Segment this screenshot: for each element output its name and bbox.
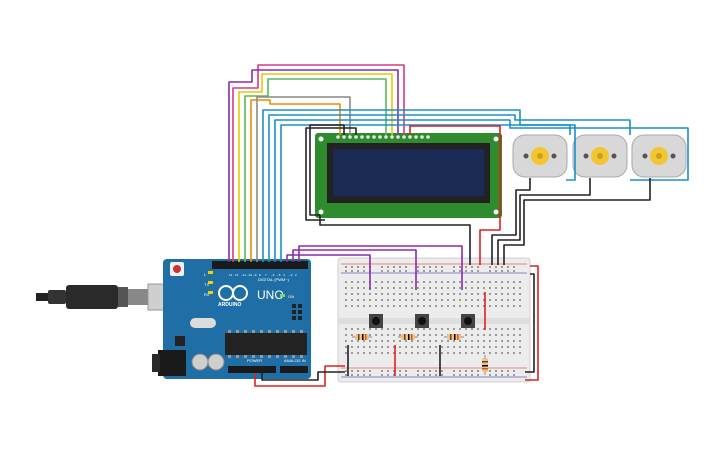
power-label: POWER: [247, 358, 262, 363]
wire-red-rail: [525, 265, 539, 381]
push-button-2[interactable]: [415, 314, 429, 328]
wire-purple-btn-3: [298, 245, 463, 290]
analog-header: [280, 366, 308, 373]
svg-text:~5: ~5: [277, 273, 281, 277]
dc-motor-1[interactable]: [512, 134, 568, 178]
analog-label: ANALOG IN: [284, 358, 306, 363]
wire-motor-black-1: [491, 178, 531, 265]
breadboard-holes: [345, 266, 521, 376]
atmega-chip: [225, 333, 307, 355]
wire-lcd-red: [409, 125, 501, 265]
dc-motor-3[interactable]: [631, 134, 687, 178]
wire-orange: [250, 99, 341, 262]
wire-purple-1: [228, 69, 399, 262]
usb-plug-icon[interactable]: [36, 283, 175, 311]
lcd-pin-header: [336, 135, 430, 139]
wire-lcd-black-2: [305, 127, 357, 221]
lcd-screen: [333, 149, 484, 196]
wire-blue-3: [274, 119, 689, 262]
power-header: [228, 366, 276, 373]
board-model: UNO: [257, 288, 284, 302]
board-brand: ARDUINO: [218, 302, 241, 308]
wire-pink: [232, 64, 405, 262]
wire-lcd-black: [309, 124, 471, 265]
svg-text:7: 7: [265, 273, 267, 277]
arduino-board[interactable]: UNO ARDUINO TX RX L ON DIGITAL (PWM~) 13…: [152, 259, 311, 379]
svg-text:12: 12: [235, 273, 239, 277]
wire-green: [244, 78, 387, 262]
wiring: [228, 64, 689, 387]
wire-yellow: [238, 73, 393, 262]
svg-text:~3: ~3: [289, 273, 293, 277]
svg-text:~10: ~10: [247, 273, 252, 277]
dc-motor-2[interactable]: [572, 134, 628, 178]
svg-text:~11: ~11: [241, 273, 246, 277]
dc-jack-icon: [152, 350, 186, 376]
push-button-3[interactable]: [461, 314, 475, 328]
svg-text:~9: ~9: [253, 273, 257, 277]
wire-purple-btn-2: [292, 249, 417, 290]
wire-motor-black-3: [503, 178, 651, 265]
digital-header: [212, 261, 308, 269]
l-label: L: [204, 272, 207, 277]
svg-text:2: 2: [295, 273, 297, 277]
wire-black-rail: [525, 273, 535, 373]
resistor-3[interactable]: [444, 334, 464, 340]
svg-text:4: 4: [283, 273, 285, 277]
lcd-display[interactable]: [315, 133, 502, 218]
wire-black-gnd: [261, 371, 345, 381]
breadboard[interactable]: [337, 257, 531, 383]
wire-blue-2: [268, 114, 631, 262]
digital-pin-labels: 13 12 ~11 ~10 ~9 8 7 ~6 ~5 4 ~3 2: [229, 273, 297, 277]
wire-grey: [256, 96, 351, 262]
on-label: ON: [288, 294, 294, 299]
resistor-4[interactable]: [482, 355, 488, 375]
svg-text:13: 13: [229, 273, 233, 277]
wire-blue-1: [262, 109, 571, 262]
wire-red-5v: [254, 365, 345, 387]
digital-label: DIGITAL (PWM~): [258, 277, 290, 282]
rx-label: RX: [204, 292, 210, 297]
svg-text:8: 8: [259, 273, 261, 277]
icsp-header: [292, 304, 302, 320]
wire-blue-4: [280, 124, 576, 262]
resistor-2[interactable]: [398, 334, 418, 340]
tx-label: TX: [204, 282, 209, 287]
svg-text:~6: ~6: [271, 273, 275, 277]
wire-purple-btn-1: [286, 254, 371, 290]
wire-motor-black-2: [497, 178, 591, 265]
push-button-1[interactable]: [369, 314, 383, 328]
resistor-1[interactable]: [352, 334, 372, 340]
